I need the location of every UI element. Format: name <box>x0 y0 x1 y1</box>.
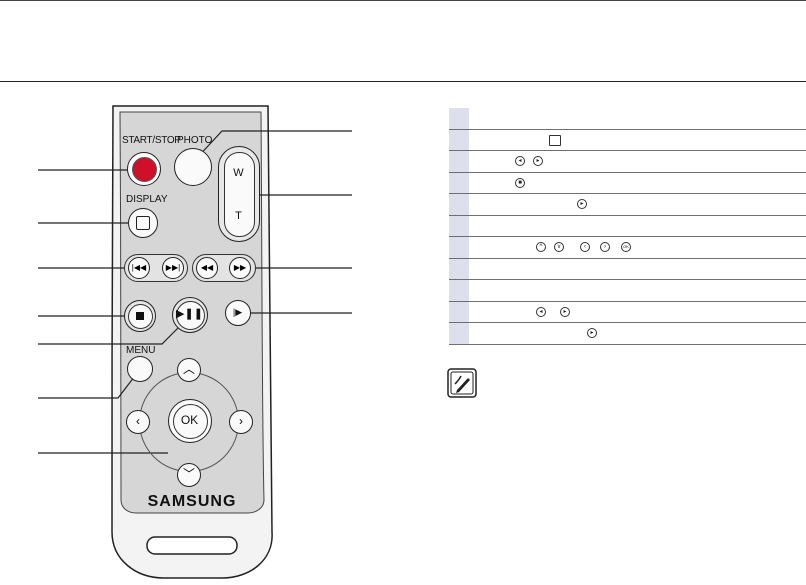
play-pause-button[interactable]: ▶❚❚ <box>172 297 208 333</box>
rewind-icon: ◂ <box>536 306 546 317</box>
stop-button[interactable] <box>124 300 156 332</box>
table-row <box>449 280 806 302</box>
zoom-tele-label: T <box>235 210 242 222</box>
left-button[interactable]: ‹ <box>126 410 150 434</box>
rewind-icon: ◀◀ <box>200 263 214 272</box>
display-icon <box>136 216 150 230</box>
table-row: ▸ <box>449 323 806 345</box>
skip-back-icon: |◀◀ <box>131 263 147 272</box>
left-icon: ‹ <box>580 242 590 252</box>
skip-forward-icon: ▶▶| <box>165 263 181 272</box>
fast-forward-icon: ▸ <box>560 306 570 317</box>
start-stop-button[interactable] <box>127 152 161 186</box>
down-button[interactable]: ﹀ <box>177 463 201 487</box>
photo-button[interactable] <box>174 148 212 186</box>
menu-button[interactable] <box>127 356 153 382</box>
section-rule <box>0 81 806 82</box>
photo-label: PHOTO <box>177 135 213 146</box>
skip-back-icon: ◂ <box>515 156 525 166</box>
rewind-button[interactable]: ◀◀ <box>196 257 218 279</box>
display-label: DISPLAY <box>126 194 168 205</box>
table-row: ▸ <box>449 194 806 216</box>
ok-label: OK <box>180 413 199 427</box>
table-row: ◂ ▸ <box>449 151 806 173</box>
up-button[interactable]: ︿ <box>177 358 201 382</box>
right-icon: › <box>600 242 610 252</box>
zoom-wide-label: W <box>233 167 244 179</box>
note-pencil-icon <box>447 368 477 398</box>
table-row <box>449 258 806 280</box>
zoom-rocker[interactable]: W T <box>218 146 260 242</box>
skip-forward-button[interactable]: ▶▶| <box>162 257 184 279</box>
stop-icon <box>136 312 144 320</box>
table-row <box>449 129 806 151</box>
up-icon: ︿ <box>182 362 195 376</box>
top-rule <box>0 0 806 1</box>
skip-back-button[interactable]: |◀◀ <box>128 257 150 279</box>
down-icon: ﹀ <box>182 467 195 481</box>
right-button[interactable]: › <box>229 410 253 434</box>
display-button[interactable] <box>128 208 158 238</box>
button-function-table: ◂ ▸ ■ ▸ ^ v ‹ › OK ◂ ▸ ▸ <box>449 108 806 345</box>
skip-forward-icon: ▸ <box>533 156 543 166</box>
fast-forward-button[interactable]: ▶▶ <box>229 257 251 279</box>
slow-play-icon: ▸ <box>587 328 597 338</box>
stop-icon: ■ <box>515 177 525 188</box>
table-row <box>449 215 806 237</box>
slow-play-button[interactable]: |▶ <box>225 300 251 326</box>
menu-label: MENU <box>126 345 156 356</box>
display-icon <box>549 134 561 146</box>
fast-forward-icon: ▶▶ <box>233 263 247 272</box>
table-row: ◂ ▸ <box>449 301 806 323</box>
ok-button[interactable]: OK <box>168 399 212 443</box>
table-row: ■ <box>449 172 806 194</box>
play-pause-icon: ▸ <box>577 199 587 209</box>
up-icon: ^ <box>536 242 546 252</box>
left-icon: ‹ <box>136 414 140 428</box>
down-icon: v <box>554 242 564 252</box>
play-pause-icon: ▶❚❚ <box>176 308 203 320</box>
slow-play-icon: |▶ <box>232 307 243 317</box>
table-row: ^ v ‹ › OK <box>449 237 806 259</box>
right-icon: › <box>239 414 243 428</box>
brand-logo: SAMSUNG <box>147 493 237 510</box>
start-stop-label: START/STOP <box>122 135 181 146</box>
table-row <box>449 108 806 130</box>
ok-icon: OK <box>621 242 631 252</box>
